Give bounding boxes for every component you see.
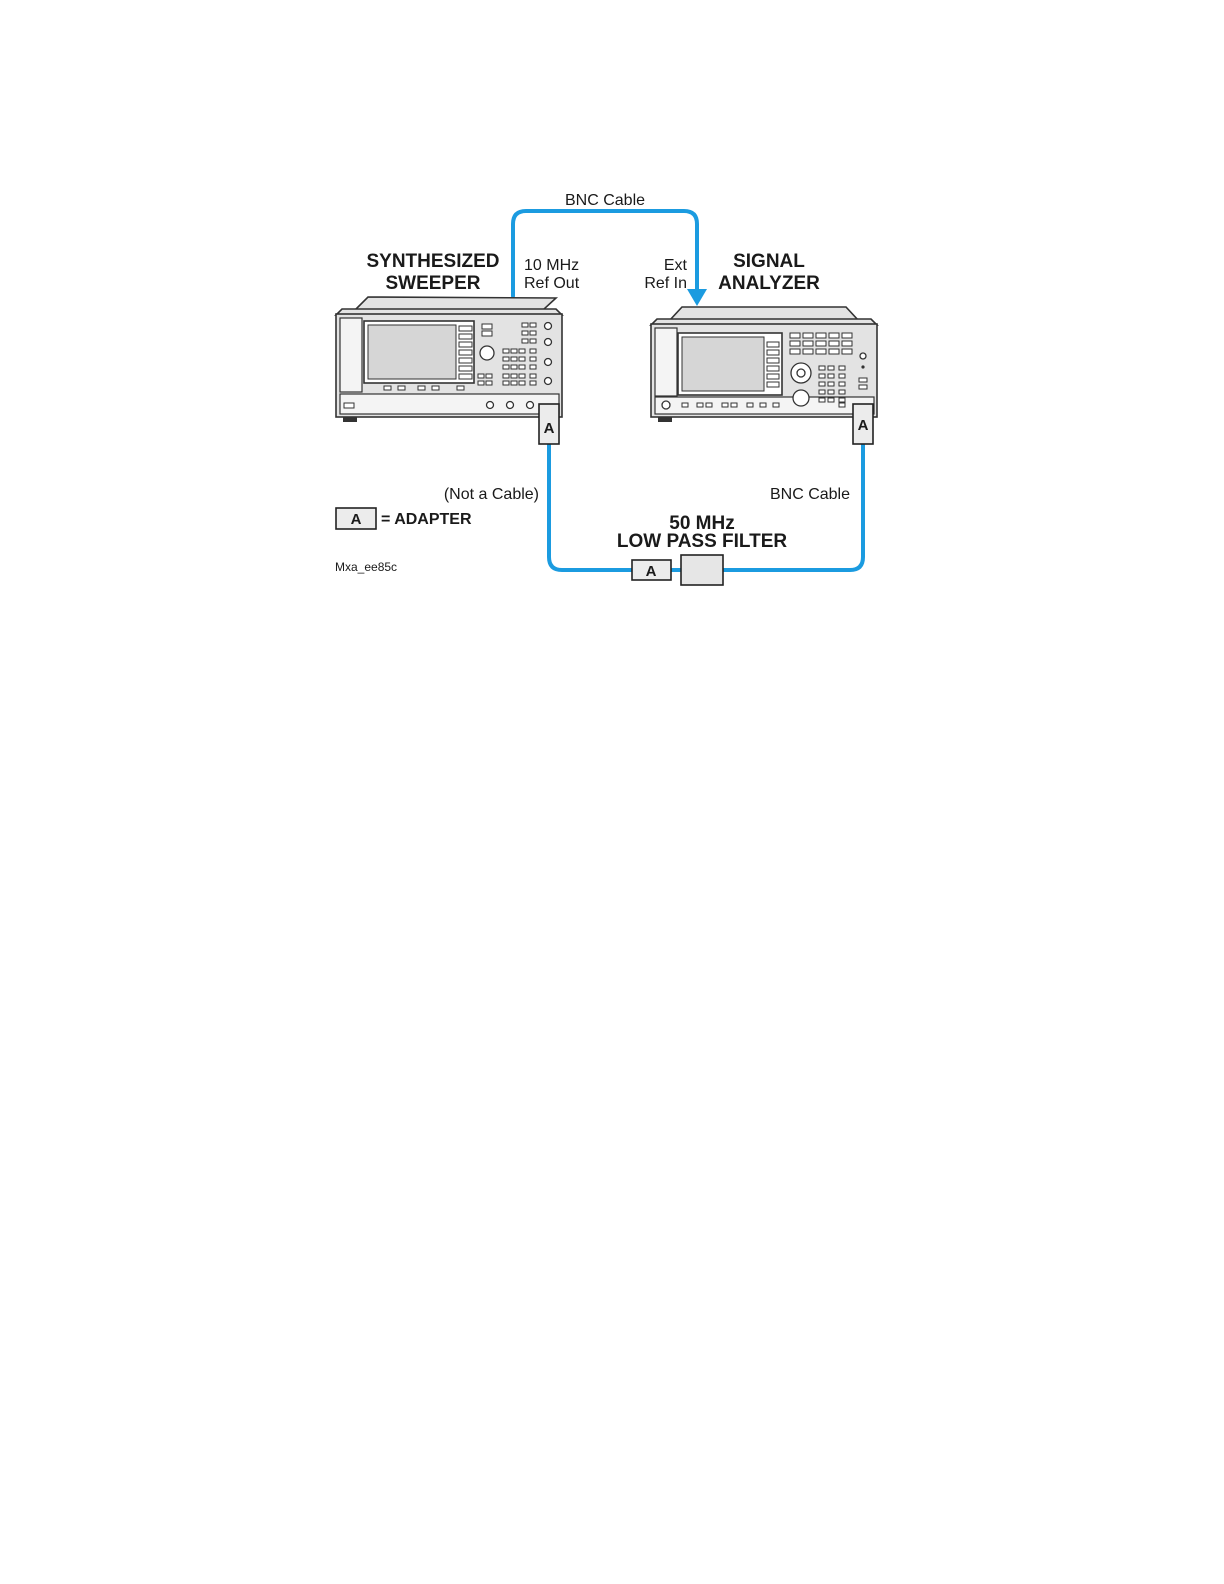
top-cable-label: BNC Cable — [565, 192, 645, 209]
synthesized-sweeper-instrument — [336, 297, 562, 422]
filter-adapter: A — [632, 560, 671, 580]
adapter-letter: A — [544, 420, 555, 437]
sweeper-title-line1: SYNTHESIZED — [366, 251, 499, 272]
figure-id: Mxa_ee85c — [335, 560, 397, 574]
filter-label-line2: LOW PASS FILTER — [617, 531, 788, 552]
ext-ref-label-line2: Ref In — [644, 275, 687, 292]
sweeper-softkeys — [459, 326, 472, 379]
analyzer-knob — [793, 390, 809, 406]
adapter-letter: A — [646, 563, 657, 580]
adapter-legend: A = ADAPTER — [336, 508, 472, 529]
bottom-cable-label: BNC Cable — [770, 486, 850, 503]
adapter-letter: A — [858, 417, 869, 434]
low-pass-filter — [681, 555, 723, 585]
not-a-cable-label: (Not a Cable) — [444, 486, 539, 503]
legend-text: = ADAPTER — [381, 511, 472, 528]
analyzer-function-keys — [790, 333, 852, 354]
analyzer-arrow-pad — [791, 363, 811, 383]
analyzer-title-line2: ANALYZER — [718, 273, 820, 294]
legend-adapter-letter: A — [351, 511, 362, 528]
sweeper-knob — [480, 346, 494, 360]
analyzer-adapter: A — [853, 404, 873, 444]
ref-out-label-line1: 10 MHz — [524, 257, 579, 274]
analyzer-title-line1: SIGNAL — [733, 251, 805, 272]
ext-ref-in-arrow — [687, 289, 707, 306]
signal-analyzer-instrument — [651, 307, 877, 422]
ref-out-label-line2: Ref Out — [524, 275, 580, 292]
sweeper-title-line2: SWEEPER — [385, 273, 480, 294]
ext-ref-label-line1: Ext — [664, 257, 688, 274]
sweeper-adapter: A — [539, 404, 559, 444]
